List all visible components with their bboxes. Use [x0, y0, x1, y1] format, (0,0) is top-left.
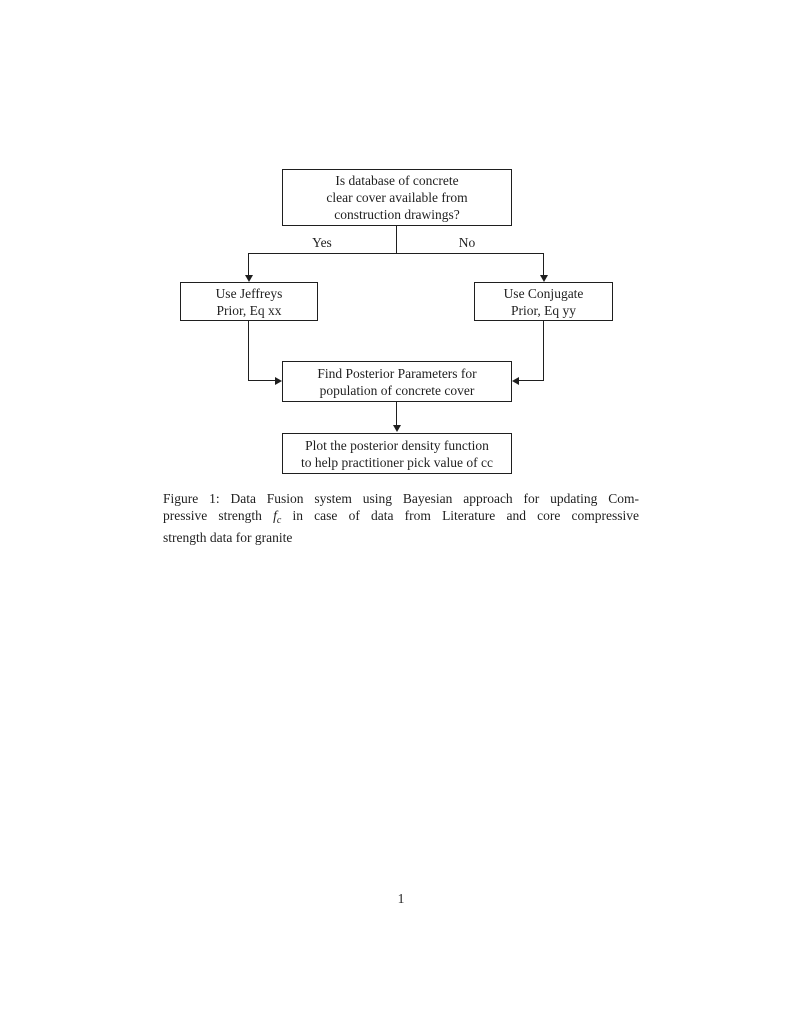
math-fc-symbol: f	[273, 508, 277, 523]
flow-node-plot-density: Plot the posterior density function to h…	[282, 433, 512, 474]
flow-node-posterior-parameters: Find Posterior Parameters for population…	[282, 361, 512, 402]
flow-node-jeffreys-prior: Use Jeffreys Prior, Eq xx	[180, 282, 318, 321]
flow-node-jeffreys-line: Use Jeffreys	[215, 285, 283, 301]
flow-node-conjugate-prior: Use Conjugate Prior, Eq yy	[474, 282, 613, 321]
flow-node-posterior-line: population of concrete cover	[319, 382, 475, 398]
edge-jeffreys-down	[248, 321, 249, 381]
arrowhead-into-plot	[393, 425, 401, 432]
flow-node-question: Is database of concrete clear cover avai…	[282, 169, 512, 226]
flow-node-question-line: construction drawings?	[334, 207, 460, 222]
arrowhead-into-posterior-right	[512, 377, 519, 385]
flow-node-plot-line: to help practitioner pick value of cc	[301, 454, 493, 470]
edge-jeffreys-across	[248, 380, 275, 381]
flow-node-posterior-line: Find Posterior Parameters for	[317, 365, 477, 381]
arrowhead-into-jeffreys	[245, 275, 253, 282]
branch-label-yes: Yes	[312, 235, 332, 250]
arrowhead-into-posterior-left	[275, 377, 282, 385]
flow-node-conjugate-line: Prior, Eq yy	[510, 302, 577, 318]
edge-conjugate-down	[543, 321, 544, 381]
flow-node-question-line: clear cover available from	[326, 190, 468, 205]
math-fc-subscript: c	[276, 515, 282, 526]
figure-caption-line1: Figure 1: Data Fusion system using Bayes…	[163, 491, 639, 506]
edge-yes-drop	[248, 253, 249, 275]
flow-node-plot-line: Plot the posterior density function	[305, 437, 489, 453]
figure-caption-line3: strength data for granite	[163, 530, 293, 545]
branch-label-no: No	[458, 235, 476, 250]
figure-caption-line2-post: in case of data from Literature and core…	[281, 508, 640, 523]
edge-posterior-stem	[396, 402, 397, 425]
arrowhead-into-conjugate	[540, 275, 548, 282]
flow-node-jeffreys-line: Prior, Eq xx	[216, 302, 282, 318]
flow-node-conjugate-line: Use Conjugate	[503, 285, 584, 301]
figure-caption-line2-pre: pressive strength	[163, 508, 274, 523]
figure-caption-line2: pressive strength fc in case of data fro…	[163, 507, 639, 529]
edge-question-stem	[396, 226, 397, 253]
page-number: 1	[397, 891, 405, 906]
flow-node-question-line: Is database of concrete	[335, 173, 459, 188]
edge-conjugate-across	[519, 380, 544, 381]
edge-no-drop	[543, 253, 544, 275]
edge-branch-horizontal	[248, 253, 544, 254]
figure-caption: Figure 1: Data Fusion system using Bayes…	[163, 490, 639, 546]
